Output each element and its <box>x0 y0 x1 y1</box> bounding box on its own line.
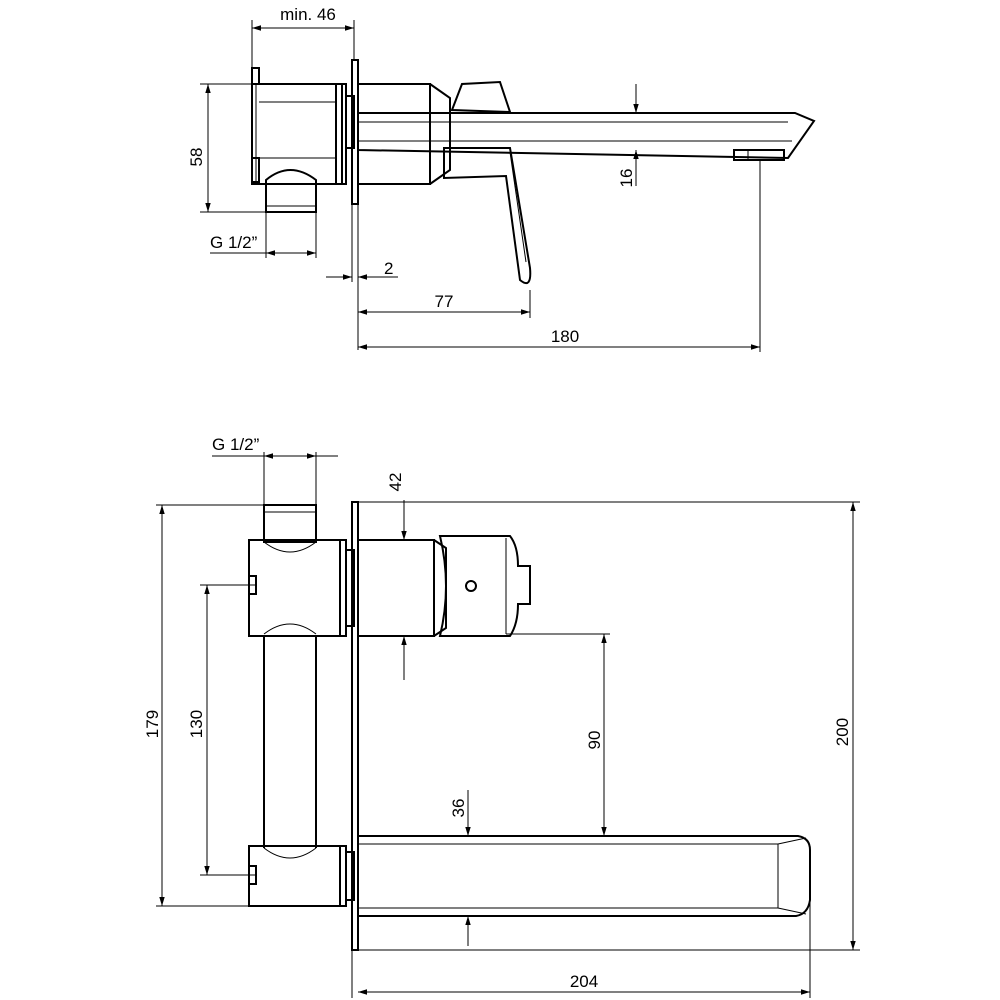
dim-58: 58 <box>187 83 266 213</box>
dim-200-label: 200 <box>833 718 852 746</box>
mounting-body <box>251 67 355 185</box>
dim-130: 130 <box>187 584 256 876</box>
dim-204-label: 204 <box>570 972 598 991</box>
dim-16-label: 16 <box>617 169 636 188</box>
handle-indicator-icon <box>465 580 477 592</box>
dim-130-label: 130 <box>187 710 206 738</box>
dim-2: 2 <box>326 204 398 282</box>
dim-42: 42 <box>386 473 407 680</box>
cartridge-housing-top <box>357 539 447 637</box>
inlet-connector <box>265 169 317 213</box>
dim-36: 36 <box>449 790 471 946</box>
dim-thread-side-label: G 1/2” <box>210 233 258 252</box>
dim-77: 77 <box>357 282 531 350</box>
dim-2-label: 2 <box>384 259 393 278</box>
dim-179-label: 179 <box>143 710 162 738</box>
dim-thread-top-label: G 1/2” <box>212 435 260 454</box>
dim-thread-side: G 1/2” <box>210 212 317 258</box>
top-view: G 1/2” 42 179 130 90 <box>143 435 860 998</box>
spout <box>357 112 816 161</box>
dim-200: 200 <box>358 501 860 951</box>
dim-min46-label: min. 46 <box>280 5 336 24</box>
dim-90: 90 <box>506 633 610 836</box>
dim-42-label: 42 <box>386 473 405 492</box>
upper-body <box>248 539 355 637</box>
lower-body <box>248 845 355 907</box>
dim-58-label: 58 <box>187 148 206 167</box>
dim-179: 179 <box>143 504 264 907</box>
vertical-pipe <box>263 636 317 848</box>
dim-204: 204 <box>351 900 811 998</box>
handle-knob <box>438 535 531 637</box>
lever-handle <box>443 80 532 284</box>
dim-36-label: 36 <box>449 799 468 818</box>
cartridge-housing <box>357 83 451 185</box>
dim-180-label: 180 <box>551 327 579 346</box>
side-view: min. 46 58 16 G 1/2” 2 <box>187 5 816 352</box>
dim-180: 180 <box>358 160 761 352</box>
dim-16: 16 <box>617 84 639 188</box>
spout-top <box>357 835 811 917</box>
wall-plate-top <box>351 501 359 951</box>
dim-min46: min. 46 <box>251 5 355 68</box>
dim-thread-top: G 1/2” <box>212 435 338 505</box>
top-inlet <box>263 504 317 543</box>
dim-90-label: 90 <box>585 731 604 750</box>
dim-77-label: 77 <box>435 292 454 311</box>
